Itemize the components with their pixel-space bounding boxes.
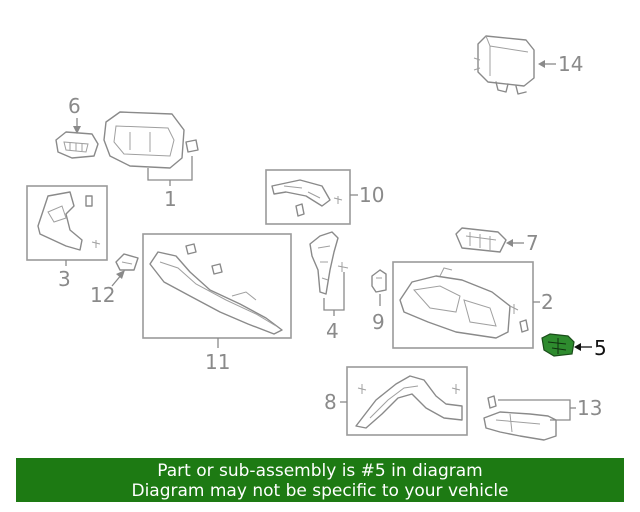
callout-14: 14 (558, 52, 583, 76)
arrow-5 (574, 343, 581, 351)
callout-11: 11 (205, 350, 230, 374)
callout-7: 7 (526, 231, 539, 255)
part-13-drawing (483, 395, 557, 441)
callout-2: 2 (541, 290, 554, 314)
part-8-drawing (355, 375, 463, 429)
box-11 (142, 233, 292, 339)
leader-13 (498, 399, 571, 421)
part-9-drawing (371, 269, 387, 293)
callout-4: 4 (326, 319, 339, 343)
banner-line-2: Diagram may not be specific to your vehi… (131, 481, 509, 501)
part-12-drawing (115, 253, 139, 271)
part-4-drawing (309, 231, 349, 295)
arrow-6 (73, 126, 81, 134)
arrow-14 (538, 60, 545, 68)
part-2-drawing (399, 267, 529, 339)
callout-1: 1 (164, 187, 177, 211)
callout-5: 5 (594, 336, 607, 360)
part-14-drawing (473, 35, 535, 95)
callout-13: 13 (577, 396, 602, 420)
part-3-drawing (37, 191, 101, 251)
part-7-drawing (455, 227, 507, 253)
box-3 (26, 185, 108, 261)
box-8 (346, 366, 468, 436)
callout-9: 9 (372, 310, 385, 334)
part-5-drawing (541, 333, 575, 357)
box-2 (392, 261, 534, 349)
part-10-drawing (271, 179, 343, 217)
banner-line-1: Part or sub-assembly is #5 in diagram (157, 461, 483, 481)
part-6-drawing (55, 131, 99, 159)
box-10 (265, 169, 351, 225)
part-1-drawing (103, 111, 199, 169)
info-banner: Part or sub-assembly is #5 in diagram Di… (16, 458, 624, 502)
callout-8: 8 (324, 390, 337, 414)
part-11-drawing (149, 243, 283, 335)
callout-12: 12 (90, 283, 115, 307)
callout-10: 10 (359, 183, 384, 207)
arrow-12 (116, 270, 125, 279)
callout-3: 3 (58, 267, 71, 291)
callout-6: 6 (68, 94, 81, 118)
arrow-7 (506, 239, 513, 247)
